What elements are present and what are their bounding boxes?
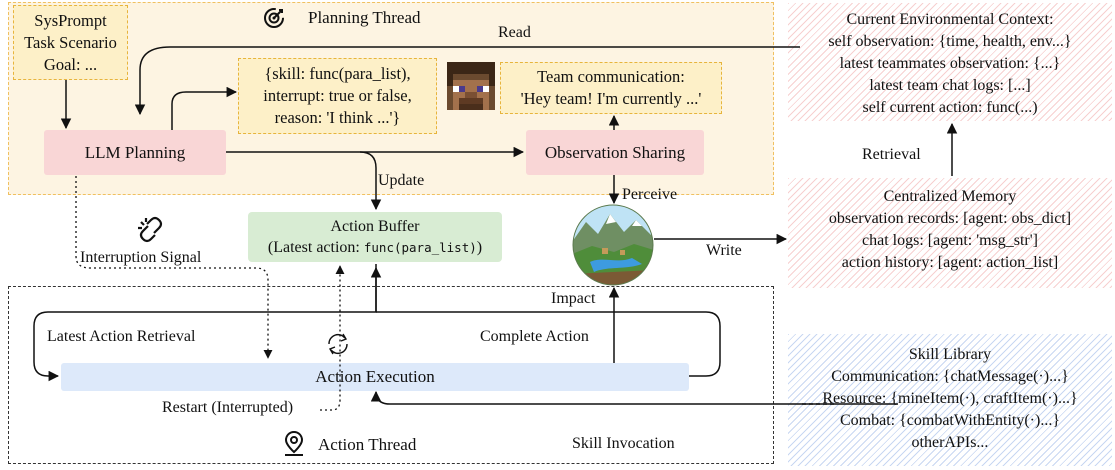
- planning-thread-title: Planning Thread: [308, 8, 421, 27]
- action-buffer-title: Action Buffer: [330, 218, 420, 235]
- action-execution-label: Action Execution: [315, 367, 435, 386]
- team-communication-note: Team communication: 'Hey team! I'm curre…: [500, 62, 722, 114]
- minecraft-steve-head-icon: [447, 62, 495, 110]
- update-label: Update: [378, 172, 425, 189]
- broken-link-icon: [138, 216, 163, 243]
- skill-library-line: otherAPIs...: [911, 434, 989, 451]
- central-memory-line: Centralized Memory: [883, 188, 1017, 205]
- sysprompt-line: Task Scenario: [24, 32, 117, 52]
- skill-library-line: Resource: {mineItem(·), craftItem(·)...}: [822, 390, 1078, 407]
- latest-action-retrieval-arrow: [33, 264, 377, 382]
- decision-line: {skill: func(para_list),: [264, 64, 411, 83]
- central-memory-line: observation records: [agent: obs_dict]: [828, 210, 1072, 227]
- decision-note: {skill: func(para_list), interrupt: true…: [238, 58, 437, 134]
- cycle-icon: [328, 333, 348, 355]
- impact-label: Impact: [551, 290, 596, 307]
- action-thread-title: Action Thread: [318, 435, 417, 454]
- target-refresh-icon: [262, 6, 286, 30]
- decision-line: interrupt: true or false,: [263, 86, 412, 105]
- env-context-line: self current action: func(...): [862, 99, 1038, 116]
- update-arrow: [359, 151, 382, 211]
- read-arrow: [134, 46, 800, 116]
- minecraft-world-landscape-icon: [572, 204, 654, 286]
- action-buffer-code: func(para_list): [363, 240, 477, 255]
- skill-library-line: Communication: {chatMessage(·)...}: [831, 368, 1069, 385]
- perceive-label: Perceive: [622, 186, 678, 203]
- decision-line: reason: 'I think ...'}: [274, 108, 401, 127]
- interruption-signal-label: Interruption Signal: [80, 249, 202, 266]
- central-memory-line: chat logs: [agent: 'msg_str']: [862, 232, 1038, 249]
- sysprompt-line: SysPrompt: [34, 10, 107, 30]
- action-buffer-prefix: (Latest action:: [267, 239, 364, 256]
- sysprompt-note: SysPrompt Task Scenario Goal: ...: [13, 5, 128, 80]
- action-execution-box: Action Execution: [61, 363, 689, 391]
- skill-invocation-label: Skill Invocation: [572, 435, 675, 452]
- skill-library-panel: Skill Library Communication: {chatMessag…: [788, 334, 1112, 466]
- skill-invocation-arrow: [370, 390, 899, 405]
- sysprompt-line: Goal: ...: [43, 54, 98, 74]
- centralized-memory-panel: Centralized Memory observation records: …: [788, 178, 1112, 288]
- team-comm-line: 'Hey team! I'm currently ...': [520, 89, 702, 108]
- skill-library-line: Combat: {combatWithEntity(·)...}: [839, 412, 1060, 429]
- read-label: Read: [498, 24, 531, 41]
- central-memory-line: action history: [agent: action_list]: [841, 254, 1059, 271]
- observation-sharing-label: Observation Sharing: [544, 142, 686, 162]
- env-context-line: self observation: {time, health, env...}: [828, 33, 1072, 50]
- action-thread-region: [8, 286, 774, 464]
- environmental-context-panel: Current Environmental Context: self obse…: [788, 3, 1112, 121]
- location-pin-icon: [283, 430, 305, 458]
- restart-arrow: [320, 265, 345, 411]
- llm-planning-label: LLM Planning: [84, 142, 186, 162]
- restart-label: Restart (Interrupted): [162, 399, 294, 416]
- planning-to-decision-arrow: [171, 86, 238, 130]
- llm-planning-box: LLM Planning: [44, 130, 226, 175]
- retrieval-label: Retrieval: [862, 146, 921, 163]
- env-context-line: latest team chat logs: [...]: [869, 77, 1031, 94]
- action-buffer-detail: (Latest action: func(para_list)): [268, 237, 482, 258]
- observation-sharing-box: Observation Sharing: [526, 130, 704, 175]
- complete-action-arrow: [376, 311, 721, 377]
- write-label: Write: [706, 242, 742, 259]
- interruption-signal-arrow: [75, 176, 273, 359]
- skill-library-line: Skill Library: [908, 346, 992, 363]
- action-buffer-suffix: ): [476, 239, 483, 256]
- env-context-line: latest teammates observation: {...}: [839, 55, 1061, 72]
- complete-action-label: Complete Action: [480, 328, 589, 345]
- env-context-line: Current Environmental Context:: [846, 11, 1054, 28]
- latest-action-retrieval-label: Latest Action Retrieval: [47, 328, 196, 345]
- team-comm-line: Team communication:: [537, 67, 685, 86]
- action-buffer-box: Action Buffer (Latest action: func(para_…: [248, 212, 502, 262]
